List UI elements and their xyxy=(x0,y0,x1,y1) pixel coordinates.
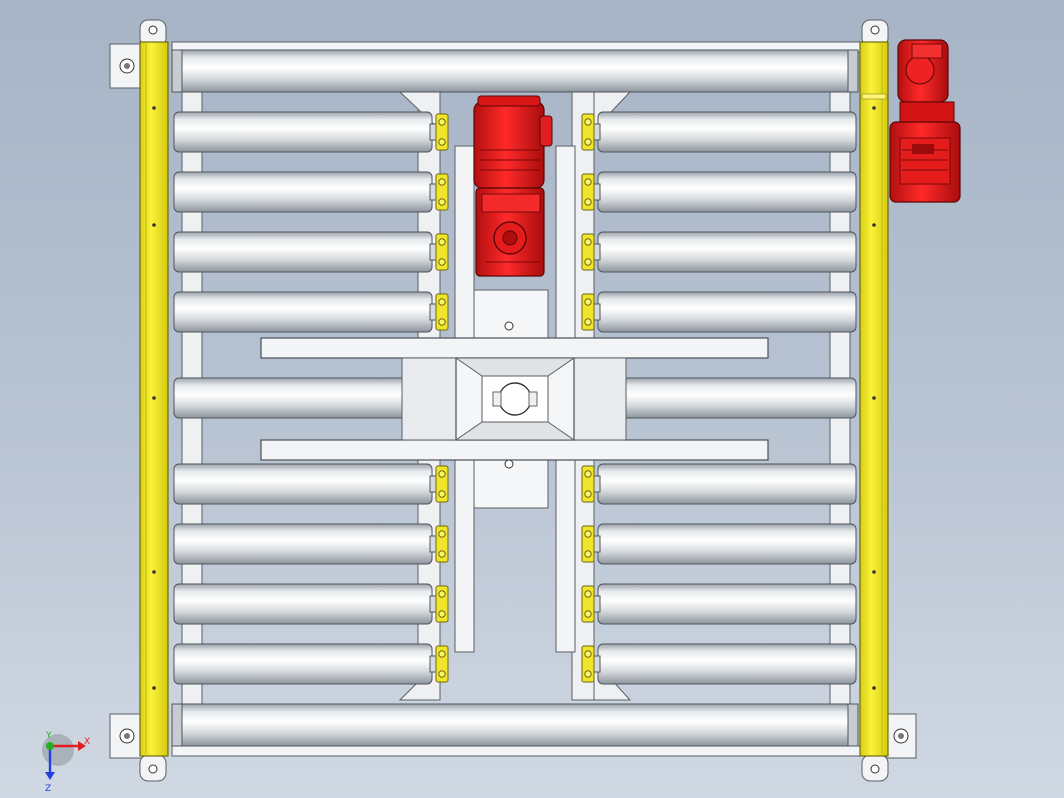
frame-bolt xyxy=(872,106,876,110)
coordinate-triad: X Y Z xyxy=(42,731,90,794)
roller-right-4[interactable] xyxy=(581,291,857,333)
roller-right-3[interactable] xyxy=(581,231,857,273)
bearing-block xyxy=(581,113,595,151)
mounting-bracket-icon[interactable] xyxy=(109,19,167,89)
roller-right-1[interactable] xyxy=(581,111,857,153)
frame-bolt xyxy=(872,570,876,574)
bearing-block xyxy=(581,585,595,623)
roller-left-7[interactable] xyxy=(173,523,449,565)
roller-right-5[interactable] xyxy=(589,377,857,419)
frame-bolt xyxy=(152,106,156,110)
cross-beam-upper[interactable] xyxy=(260,337,769,359)
y-axis-label: Y xyxy=(45,731,52,741)
bearing-block xyxy=(435,645,449,683)
bearing-block xyxy=(581,465,595,503)
side-frames xyxy=(139,41,889,757)
frame-bolt xyxy=(152,223,156,227)
bearing-block xyxy=(435,465,449,503)
roller-left-3[interactable] xyxy=(173,231,449,273)
roller-left-1[interactable] xyxy=(173,111,449,153)
frame-bolt xyxy=(152,396,156,400)
x-axis-label: X xyxy=(84,737,90,747)
roller-full-top[interactable] xyxy=(171,49,859,93)
hub-bore xyxy=(498,382,532,416)
transfer-cross-icon[interactable] xyxy=(260,337,769,461)
gear-motor-icon[interactable] xyxy=(889,39,961,203)
roller-right-9[interactable] xyxy=(581,643,857,685)
mounting-bracket-icon[interactable] xyxy=(861,19,889,47)
roller-bed xyxy=(173,111,857,685)
roller-left-6[interactable] xyxy=(173,463,449,505)
bearing-block xyxy=(435,585,449,623)
frame-bolt xyxy=(872,686,876,690)
roller-left-4[interactable] xyxy=(173,291,449,333)
roller-right-7[interactable] xyxy=(581,523,857,565)
bearing-block xyxy=(435,293,449,331)
mounting-brackets xyxy=(109,19,917,782)
frame-bolt xyxy=(872,396,876,400)
bearing-block xyxy=(435,525,449,563)
mounting-bracket-icon[interactable] xyxy=(109,713,167,782)
bearing-block xyxy=(581,173,595,211)
end-rollers xyxy=(171,49,859,747)
frame-bottom-rail xyxy=(171,745,863,757)
side-frame-right[interactable] xyxy=(859,41,889,757)
bearing-block xyxy=(435,233,449,271)
bearing-block xyxy=(581,293,595,331)
frame-bolt xyxy=(872,223,876,227)
bearing-block xyxy=(581,233,595,271)
roller-left-8[interactable] xyxy=(173,583,449,625)
roller-left-2[interactable] xyxy=(173,171,449,213)
mounting-bracket-icon[interactable] xyxy=(861,713,917,782)
roller-right-6[interactable] xyxy=(581,463,857,505)
roller-right-2[interactable] xyxy=(581,171,857,213)
z-axis-label: Z xyxy=(45,784,51,794)
roller-full-bottom[interactable] xyxy=(171,703,859,747)
frame-bolt xyxy=(152,686,156,690)
roller-left-9[interactable] xyxy=(173,643,449,685)
gear-motor-icon[interactable] xyxy=(473,95,553,277)
cross-beam-lower[interactable] xyxy=(260,439,769,461)
bearing-block xyxy=(435,113,449,151)
side-frame-left[interactable] xyxy=(139,41,169,757)
bearing-block xyxy=(581,645,595,683)
roller-left-5[interactable] xyxy=(173,377,439,419)
frame-bolt xyxy=(152,570,156,574)
bearing-block xyxy=(581,525,595,563)
roller-right-8[interactable] xyxy=(581,583,857,625)
bearing-block xyxy=(435,173,449,211)
